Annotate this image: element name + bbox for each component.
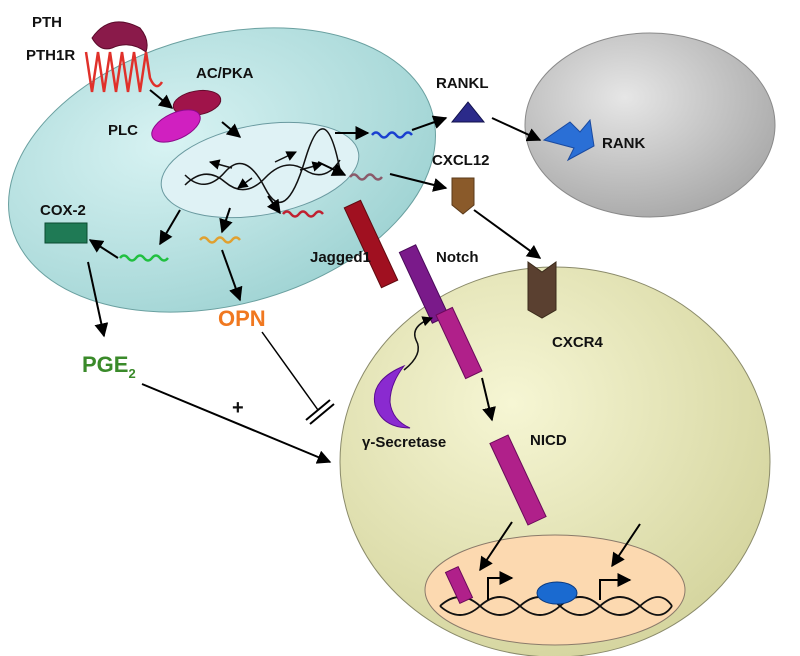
nucleus-entry-arrow bbox=[611, 523, 641, 568]
cox2-mrna-to-protein-arrow bbox=[88, 239, 119, 259]
gamma-secretase-cleavage-arrow bbox=[403, 316, 433, 371]
plc-label: PLC bbox=[108, 122, 138, 139]
jagged1-mrna bbox=[282, 210, 324, 218]
rank-receptor bbox=[542, 118, 595, 162]
nicd-to-nucleus-arrow bbox=[479, 521, 513, 572]
jagged1-label: Jagged1 bbox=[310, 249, 371, 266]
jagged1-protein bbox=[343, 199, 399, 289]
opn-mrna-to-protein-arrow bbox=[221, 249, 243, 302]
nicd-label: NICD bbox=[530, 432, 567, 449]
nicd-bound-dna bbox=[444, 565, 474, 605]
nucleus-arrows bbox=[208, 151, 324, 189]
nicd-protein bbox=[489, 434, 547, 526]
pth-ligand bbox=[91, 21, 148, 53]
opn-mrna bbox=[199, 236, 241, 244]
cox2-label: COX-2 bbox=[40, 202, 86, 219]
cxcl12-protein bbox=[451, 177, 475, 215]
pge2-label: PGE2 bbox=[82, 352, 136, 381]
target-dna bbox=[439, 596, 673, 616]
nucleus-to-cxcl12-arrow bbox=[317, 161, 347, 176]
rankl-protein bbox=[450, 101, 486, 123]
pth-label: PTH bbox=[32, 14, 62, 31]
gamma-secretase bbox=[373, 364, 411, 429]
pth1r-to-acpka-arrow bbox=[149, 89, 174, 109]
plus-label: + bbox=[232, 397, 244, 419]
opn-label: OPN bbox=[218, 306, 266, 331]
osteoblast-dna bbox=[184, 128, 341, 203]
cxcl12-mrna-to-protein-arrow bbox=[389, 173, 448, 192]
rank-label: RANK bbox=[602, 135, 645, 152]
gamma-secretase-label: γ-Secretase bbox=[362, 434, 446, 451]
cxcl12-label: CXCL12 bbox=[432, 152, 490, 169]
plc bbox=[151, 109, 201, 143]
notch-intracellular-segment bbox=[435, 306, 483, 380]
pge2-to-target-arrow bbox=[141, 383, 332, 464]
notch-to-nicd-arrow bbox=[481, 377, 496, 422]
opn-inhibition-bar bbox=[305, 399, 335, 425]
nucleus-to-cox2-arrow bbox=[159, 209, 181, 246]
acpka-to-nucleus-arrow bbox=[221, 121, 242, 138]
cxcr4-label: CXCR4 bbox=[552, 334, 604, 351]
rankl-mrna bbox=[371, 131, 413, 139]
rankl-to-rank-arrow bbox=[491, 117, 542, 142]
cxcl12-mrna bbox=[349, 173, 383, 181]
opn-inhibition-line bbox=[261, 331, 319, 411]
pth1r-receptor bbox=[84, 51, 164, 93]
transcription-start-arrow-1 bbox=[487, 571, 514, 600]
transcription-factor bbox=[536, 581, 578, 605]
nucleus-to-jagged1-arrow bbox=[267, 195, 281, 215]
ac-pka-label: AC/PKA bbox=[196, 65, 254, 82]
rankl-label: RANKL bbox=[436, 75, 489, 92]
cox2-protein bbox=[44, 222, 88, 244]
cxcr4-receptor bbox=[527, 261, 557, 319]
cox2-mrna bbox=[119, 254, 169, 262]
notch-label: Notch bbox=[436, 249, 479, 266]
cxcl12-to-cxcr4-arrow bbox=[473, 209, 542, 259]
cox2-to-pge2-arrow bbox=[87, 261, 109, 338]
pth1r-label: PTH1R bbox=[26, 47, 75, 64]
transcription-start-arrow-2 bbox=[599, 573, 632, 600]
nucleus-to-opn-arrow bbox=[219, 207, 233, 234]
rankl-mrna-to-protein-arrow bbox=[411, 115, 448, 131]
osteoclast-cell bbox=[524, 32, 776, 218]
